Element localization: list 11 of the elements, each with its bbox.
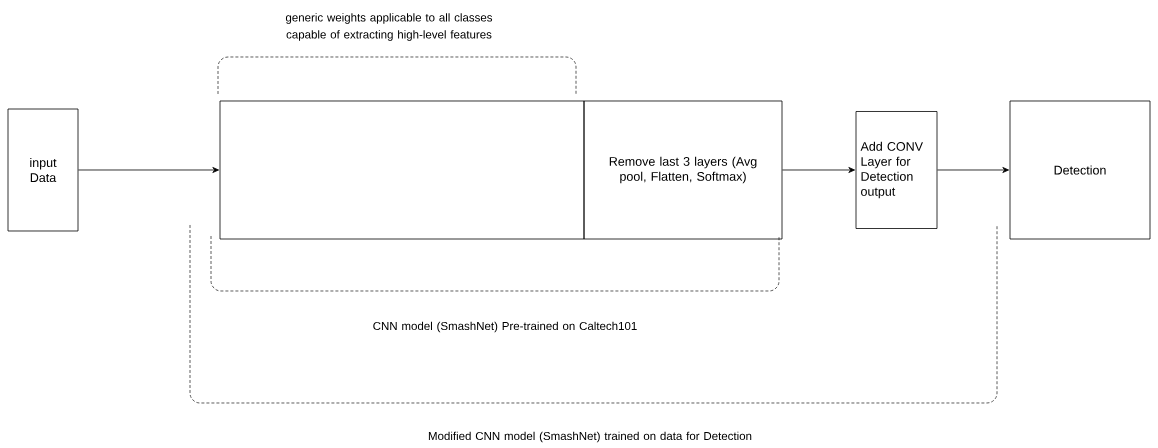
- conv-layer-box: Add CONV Layer for Detection output: [855, 111, 938, 229]
- bracket-caption: CNN model (SmashNet) Pre-trained on Caltech101: [373, 321, 637, 333]
- pretrained-layers-box: [219, 100, 585, 240]
- arrow: [78, 167, 219, 173]
- arrow: [782, 167, 855, 173]
- input-box: input Data: [7, 108, 79, 232]
- arrow: [937, 167, 1009, 173]
- output-box: Detection: [1009, 100, 1151, 240]
- bracket-caption: generic weights applicable to all classes capable of extracting high-level features: [285, 13, 493, 41]
- bracket-caption: Modified CNN model (SmashNet) trained on data for Detection: [428, 431, 752, 443]
- removed-layers-box: Remove last 3 layers (Avg pool, Flatten, Softmax): [583, 100, 783, 240]
